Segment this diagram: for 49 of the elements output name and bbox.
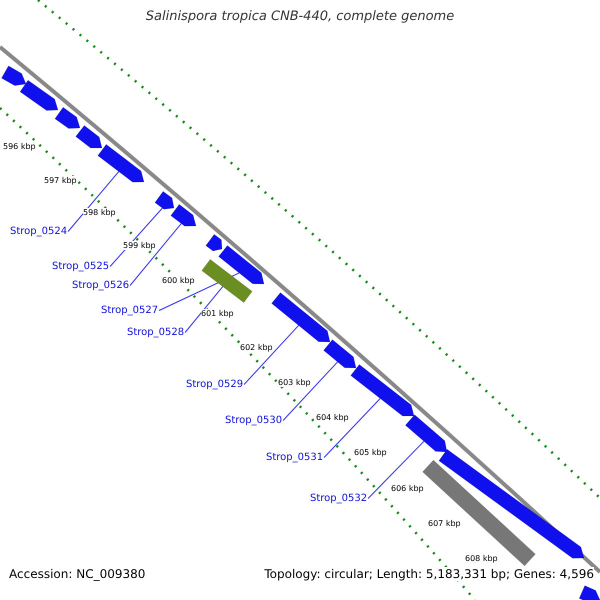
gene-label: Strop_0525 — [52, 261, 110, 272]
scale-tick-label: 599 kbp — [123, 241, 156, 250]
gene-feature — [170, 204, 196, 226]
leader-line — [324, 398, 381, 458]
accession-text: Accession: NC_009380 — [9, 567, 146, 581]
title: Salinispora tropica CNB-440, complete genome — [144, 9, 456, 24]
gene-feature — [154, 191, 174, 210]
scale-tick-label: 608 kbp — [465, 554, 498, 563]
scale-tick-label: 597 kbp — [44, 176, 77, 185]
scale-tick-label: 601 kbp — [201, 309, 234, 318]
gene-label: Strop_0529 — [186, 379, 244, 390]
gene-feature — [271, 292, 330, 342]
scale-tick-label: 598 kbp — [83, 208, 116, 217]
leader-line — [244, 324, 300, 385]
leader-line — [110, 208, 163, 267]
gene-label: Strop_0528 — [127, 327, 184, 338]
scale-tick-label: 603 kbp — [278, 378, 311, 387]
gene-feature — [218, 245, 264, 284]
scale-tick-label: 604 kbp — [316, 413, 349, 422]
scale-tick-label: 602 kbp — [240, 343, 273, 352]
genome-summary-text: Topology: circular; Length: 5,183,331 bp; Genes: 4,596 — [264, 567, 594, 581]
gene-feature — [350, 364, 414, 416]
gene-feature — [98, 144, 144, 182]
gene-feature — [75, 125, 102, 148]
gene-region — [202, 259, 252, 303]
leader-line — [368, 440, 424, 499]
gene-label: Strop_0531 — [266, 452, 324, 463]
gene-label: Strop_0532 — [310, 493, 368, 504]
gene-feature — [1, 66, 26, 86]
gene-label: Strop_0527 — [101, 305, 158, 316]
leader-line — [282, 361, 338, 421]
scale-tick-label: 605 kbp — [354, 448, 387, 457]
gene-feature — [20, 80, 58, 111]
scale-tick-label: 607 kbp — [428, 519, 461, 528]
gene-label: Strop_0530 — [225, 415, 282, 426]
scale-tick-label: 596 kbp — [3, 142, 36, 151]
gene-feature — [323, 339, 356, 368]
scale-tick-label: 600 kbp — [162, 276, 195, 285]
gene-feature — [206, 234, 222, 252]
gene-feature — [405, 414, 448, 452]
scale-tick-label: 606 kbp — [391, 484, 424, 493]
gene-region — [422, 460, 536, 566]
gene-feature — [54, 107, 80, 129]
gene-label: Strop_0524 — [10, 226, 68, 237]
leader-line — [130, 223, 182, 286]
gene-label: Strop_0526 — [72, 280, 130, 291]
gene-feature — [578, 585, 600, 600]
leader-line — [184, 286, 224, 333]
leader-line — [68, 171, 120, 232]
